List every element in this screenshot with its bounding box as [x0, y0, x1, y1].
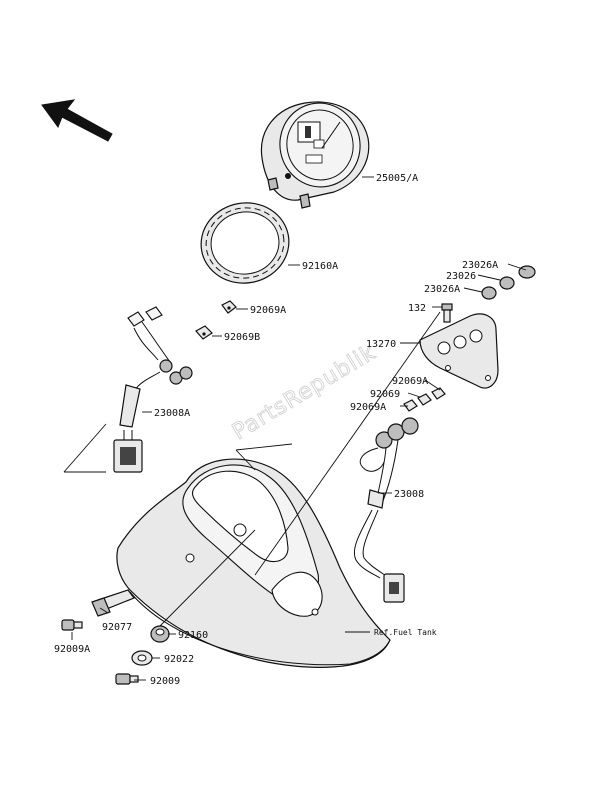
part-label-92069a-low: 92069A [350, 402, 386, 413]
part-label-132: 132 [408, 303, 426, 314]
part-label-92077: 92077 [102, 622, 132, 633]
part-label-23026a-1: 23026A [462, 260, 498, 271]
grommet-23026a-2 [481, 286, 497, 300]
part-label-25005a: 25005/A [376, 173, 418, 184]
part-label-92009: 92009 [150, 676, 180, 687]
part-label-92160: 92160 [178, 630, 208, 641]
clip-92069a [221, 300, 237, 314]
part-label-92069: 92069 [370, 389, 400, 400]
part-label-13270: 13270 [366, 339, 396, 350]
clips-92069 [403, 387, 446, 412]
part-label-23008: 23008 [394, 489, 424, 500]
front-direction-arrow-icon [41, 99, 113, 142]
part-label-23026: 23026 [446, 271, 476, 282]
part-label-92160a: 92160A [302, 261, 338, 272]
grommet-92160 [150, 625, 170, 643]
screw-92009a [61, 619, 83, 631]
meter-bracket-13270 [419, 313, 499, 389]
bolt-132 [441, 303, 453, 323]
part-label-92069a-mid: 92069A [392, 376, 428, 387]
socket-92077 [91, 589, 135, 617]
clip-92069b [195, 325, 213, 340]
washer-92022 [131, 650, 153, 666]
part-label-23008a: 23008A [154, 408, 190, 419]
grommet-23026a-1 [518, 265, 536, 279]
part-label-23026a-2: 23026A [424, 284, 460, 295]
part-label-92069a-top: 92069A [250, 305, 286, 316]
wiring-harness-23008a [113, 306, 193, 473]
part-label-92009a: 92009A [54, 644, 90, 655]
part-label-92069b: 92069B [224, 332, 260, 343]
speedometer-gauge [260, 101, 370, 209]
wiring-harness-23008 [354, 417, 419, 603]
dashboard-panel [116, 458, 391, 668]
fuel-tank-reference-label: Ref.Fuel Tank [374, 628, 437, 637]
gauge-bezel-ring [200, 202, 290, 284]
part-label-92022: 92022 [164, 654, 194, 665]
screw-92009 [115, 673, 139, 685]
fuel-tank-reference-lines [63, 423, 370, 633]
leader-lines [71, 176, 527, 681]
grommet-23026 [499, 276, 515, 290]
